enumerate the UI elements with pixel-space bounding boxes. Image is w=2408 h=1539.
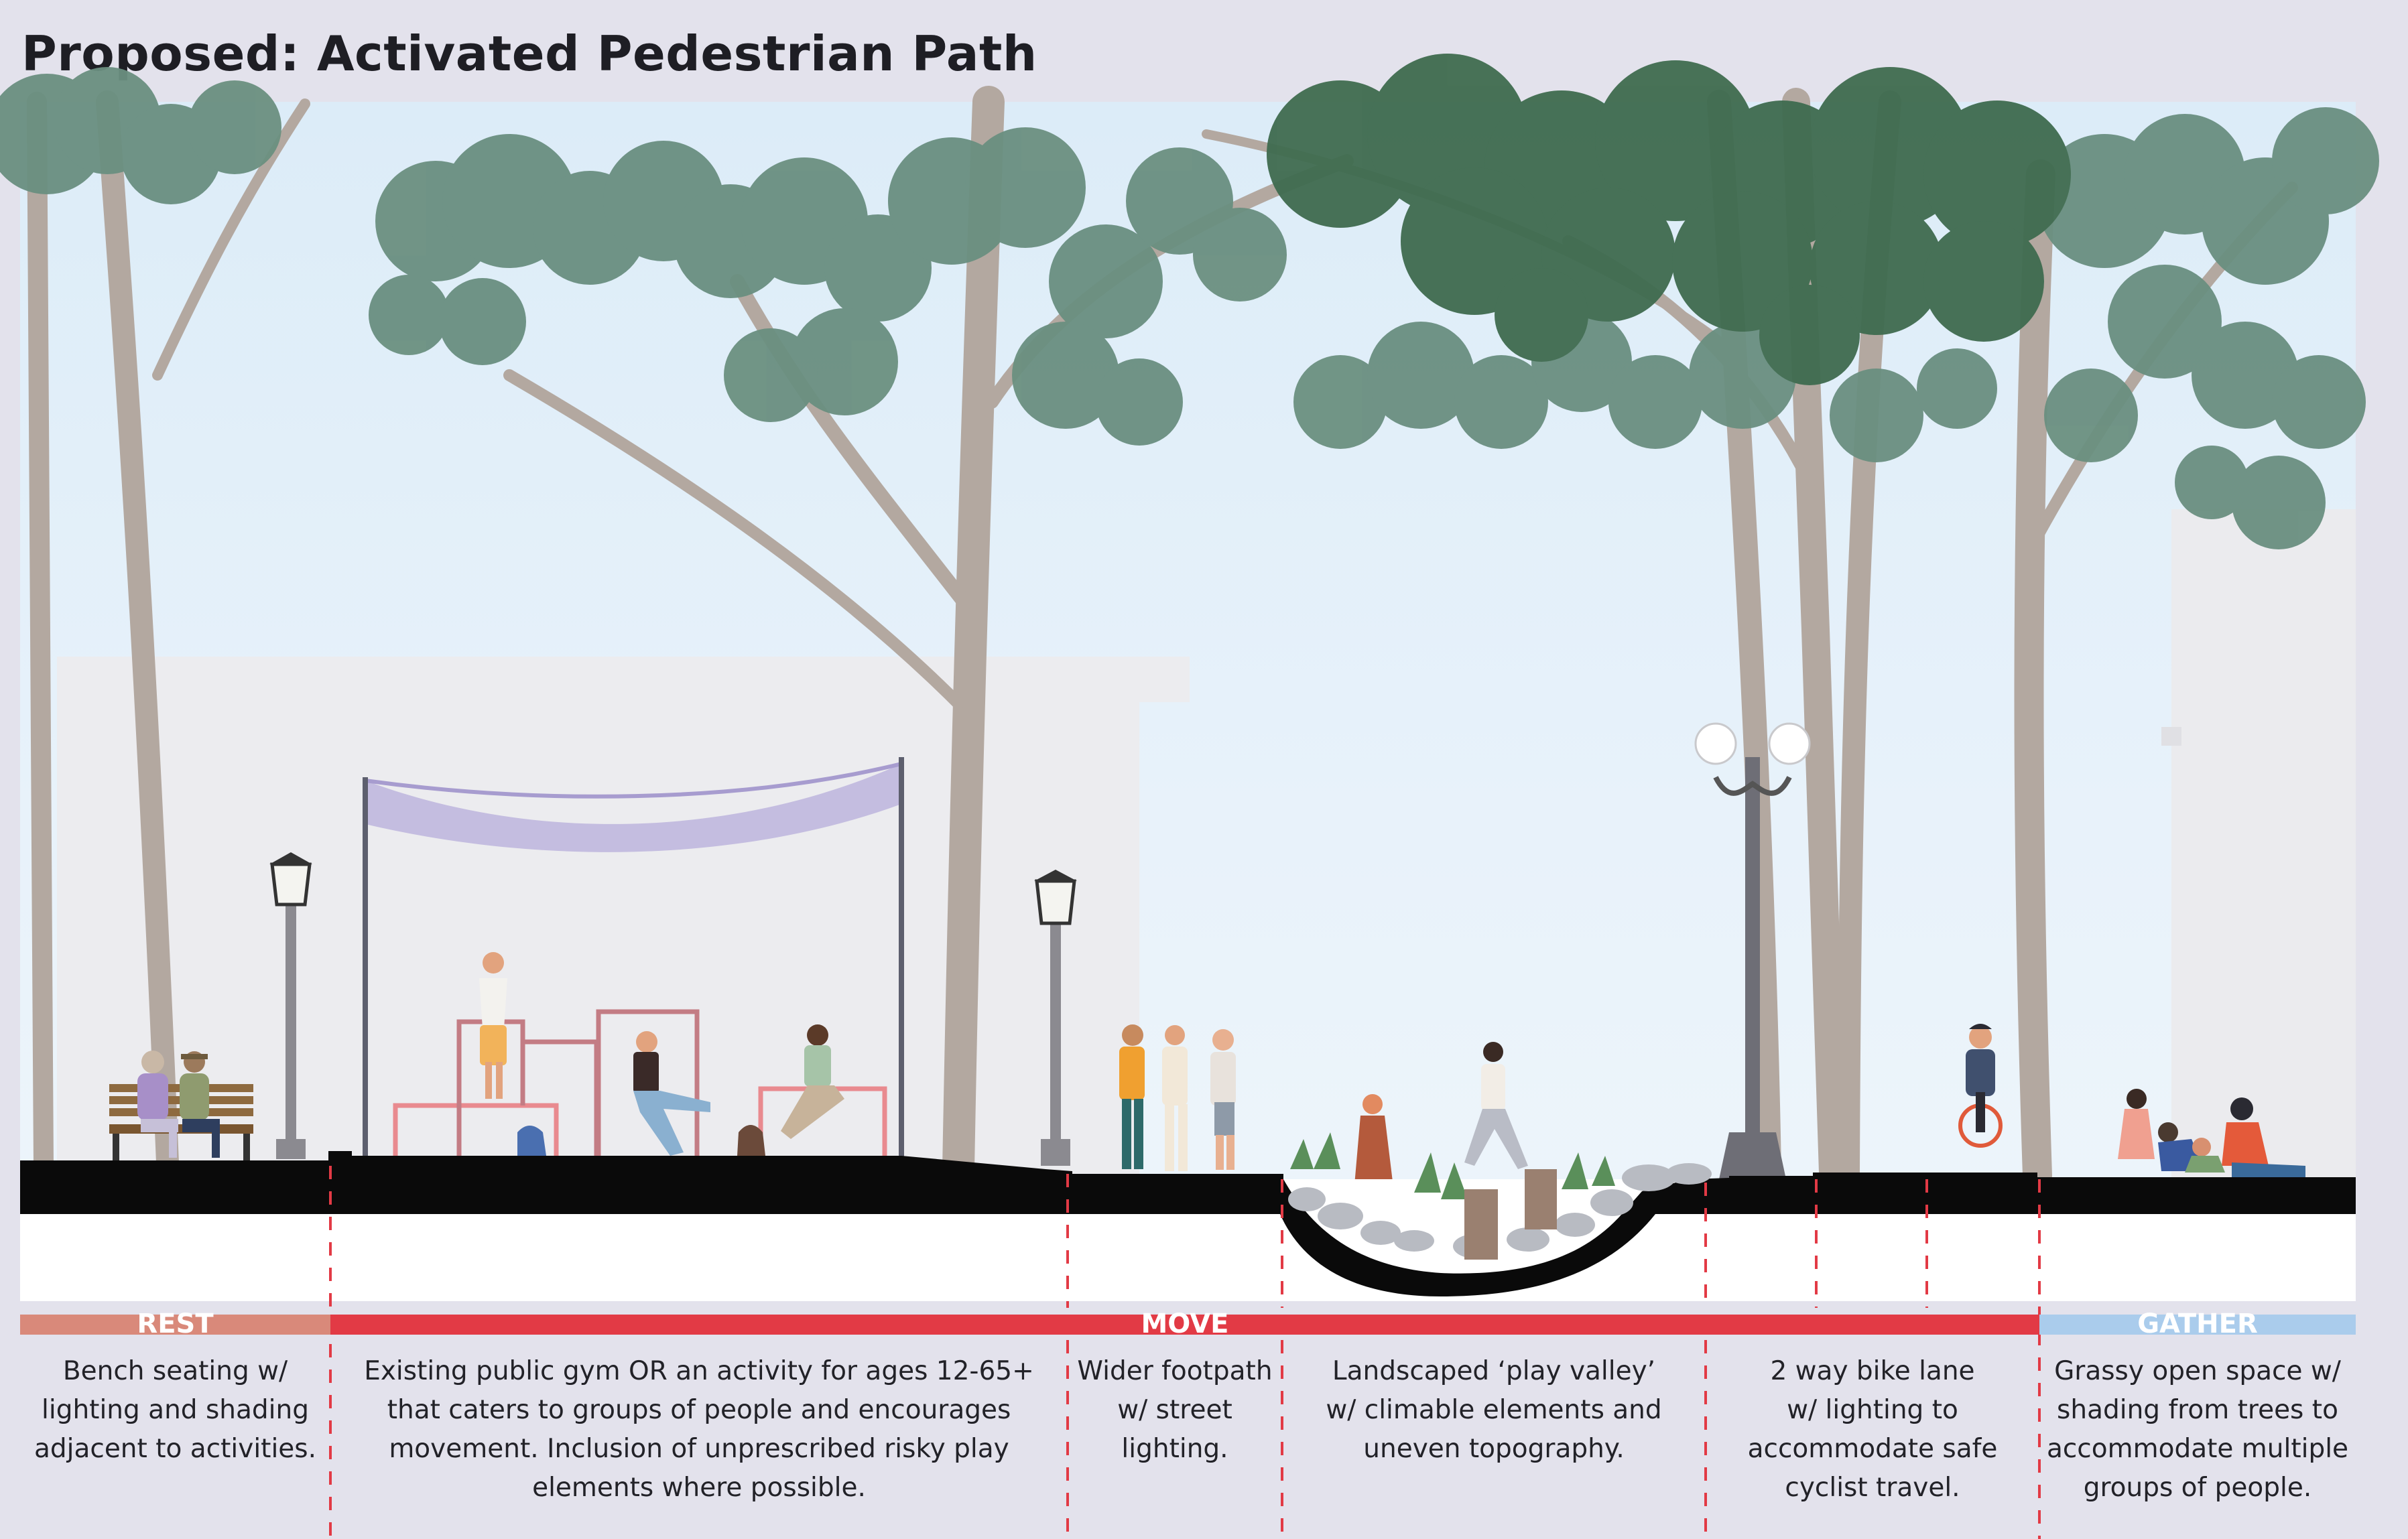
description-line: movement. Inclusion of unprescribed risk… — [389, 1434, 1009, 1464]
description-line: w/ climable elements and — [1326, 1395, 1662, 1425]
zone-description-rest: Bench seating w/ lighting and shading ad… — [20, 1352, 330, 1469]
person-running — [1464, 1042, 1528, 1169]
shade-structure — [363, 757, 904, 1159]
description-line: Wider footpath — [1077, 1356, 1273, 1386]
background-building-right — [2171, 509, 2356, 1179]
background-building-left — [57, 657, 1190, 1179]
description-line: accommodate multiple — [2046, 1434, 2349, 1464]
description-line: elements where possible. — [532, 1473, 866, 1503]
description-line: groups of people. — [2083, 1473, 2312, 1503]
person-on-bars — [479, 952, 507, 1099]
description-line: accommodate safe — [1747, 1434, 1998, 1464]
description-line: Bench seating w/ — [62, 1356, 288, 1386]
ground-section-profile — [20, 1151, 2356, 1296]
description-line: Landscaped ‘play valley’ — [1332, 1356, 1656, 1386]
description-line: lighting. — [1121, 1434, 1228, 1464]
description-line: w/ street — [1117, 1395, 1232, 1425]
zone-description-play-valley: Landscaped ‘play valley’ w/ climable ele… — [1282, 1352, 1706, 1469]
description-line: adjacent to activities. — [34, 1434, 316, 1464]
valley-planting — [1290, 1132, 1615, 1199]
street-lamp — [269, 852, 312, 1159]
double-street-lamp — [1694, 722, 1811, 1179]
description-line: Grassy open space w/ — [2054, 1356, 2341, 1386]
backpack-brown — [737, 1125, 765, 1156]
page-title: Proposed: Activated Pedestrian Path — [21, 25, 1037, 82]
person-stretching — [781, 1024, 844, 1139]
zone-description-bike-lane: 2 way bike lane w/ lighting to accommoda… — [1706, 1352, 2039, 1508]
description-line: 2 way bike lane — [1770, 1356, 1975, 1386]
street-lamp — [1034, 870, 1077, 1166]
description-line: w/ lighting to — [1787, 1395, 1958, 1425]
description-line: that caters to groups of people and enco… — [387, 1395, 1011, 1425]
zone-bar-gather — [2039, 1315, 2356, 1335]
people-sitting-on-grass — [2118, 1089, 2305, 1181]
zone-description-gym: Existing public gym OR an activity for a… — [330, 1352, 1068, 1508]
child-in-valley — [1354, 1094, 1394, 1193]
tree-canopy — [0, 54, 2379, 549]
cyclist — [1958, 1024, 2003, 1148]
zone-bar-rest — [20, 1315, 330, 1335]
description-line: lighting and shading — [42, 1395, 309, 1425]
description-line: Existing public gym OR an activity for a… — [364, 1356, 1034, 1386]
person-hanging — [633, 1031, 710, 1156]
people-walking — [1119, 1024, 1236, 1171]
climbing-stumps — [1464, 1169, 1557, 1260]
description-line: uneven topography. — [1363, 1434, 1625, 1464]
description-line: cyclist travel. — [1785, 1473, 1960, 1503]
zone-description-gather: Grassy open space w/ shading from trees … — [2039, 1352, 2356, 1508]
building-window — [2161, 727, 2181, 746]
zone-description-footpath: Wider footpath w/ street lighting. — [1068, 1352, 1282, 1469]
zone-dividers — [329, 1166, 2041, 1539]
backpack-blue — [517, 1126, 546, 1156]
person-seated-elderly — [137, 1051, 220, 1158]
zone-bar-move — [330, 1315, 2039, 1335]
description-line: shading from trees to — [2057, 1395, 2338, 1425]
